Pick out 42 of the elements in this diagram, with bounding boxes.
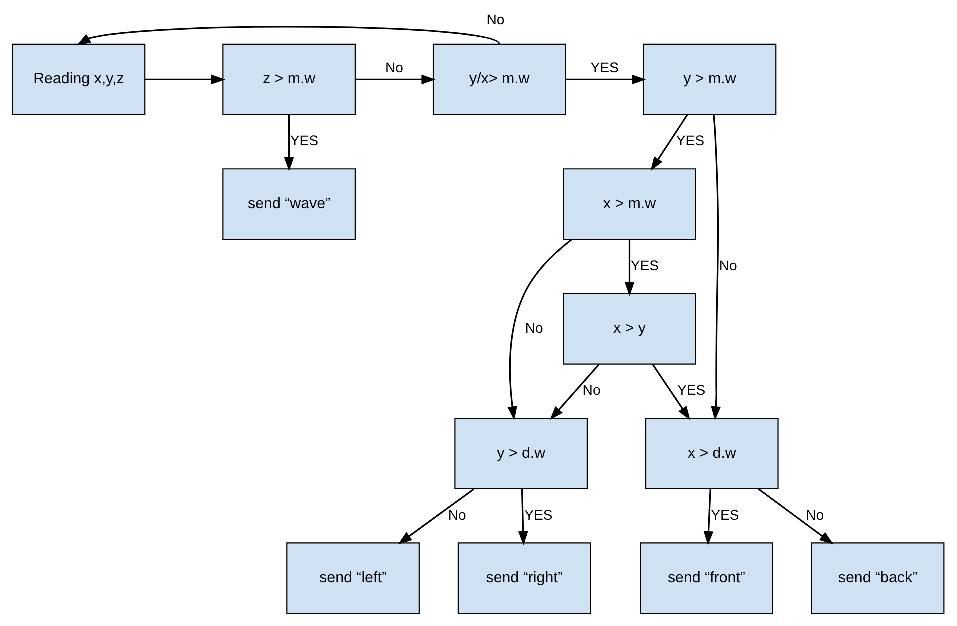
arrow [652,364,691,420]
arrow [518,488,528,546]
arrow [145,74,226,84]
arrow [398,488,475,544]
node-box: y > d.w [454,417,588,490]
node-box: x > y [563,292,696,364]
arrow [704,488,714,546]
node-box: send “front” [640,542,774,614]
edge-label: YES [676,132,705,148]
node-box: Reading x,y,z [12,43,146,115]
edge-label: No [385,59,404,76]
edge-label: YES [290,132,319,148]
node-box: y/x> m.w [432,43,566,115]
arrow [711,114,722,420]
edge-label: YES [677,382,706,398]
node-box: y > m.w [643,43,777,115]
arrow [624,239,635,296]
arrow [508,238,572,420]
edge-label: No [486,11,505,28]
node-box: send “wave” [222,168,356,240]
edge-label: YES [711,506,740,522]
node-box: send “left” [286,542,420,614]
edge-label: No [448,506,466,522]
arrow [758,488,834,544]
arrow [284,114,294,172]
edge-label: YES [590,59,619,76]
arrow [356,74,436,84]
edge-label: No [582,382,601,398]
arrow [76,26,500,46]
edge-label: No [806,506,824,522]
edge-label: No [525,319,544,336]
arrow [566,74,646,84]
node-box: send “back” [811,542,945,614]
node-box: x > m.w [563,168,696,240]
edge-label: YES [630,256,660,273]
edge-label: No [719,256,738,273]
node-box: send “right” [458,542,592,614]
node-box: x > d.w [645,417,779,490]
edge-label: YES [524,506,553,522]
arrow [650,114,688,171]
node-box: z > m.w [222,43,356,115]
arrow [550,364,600,420]
